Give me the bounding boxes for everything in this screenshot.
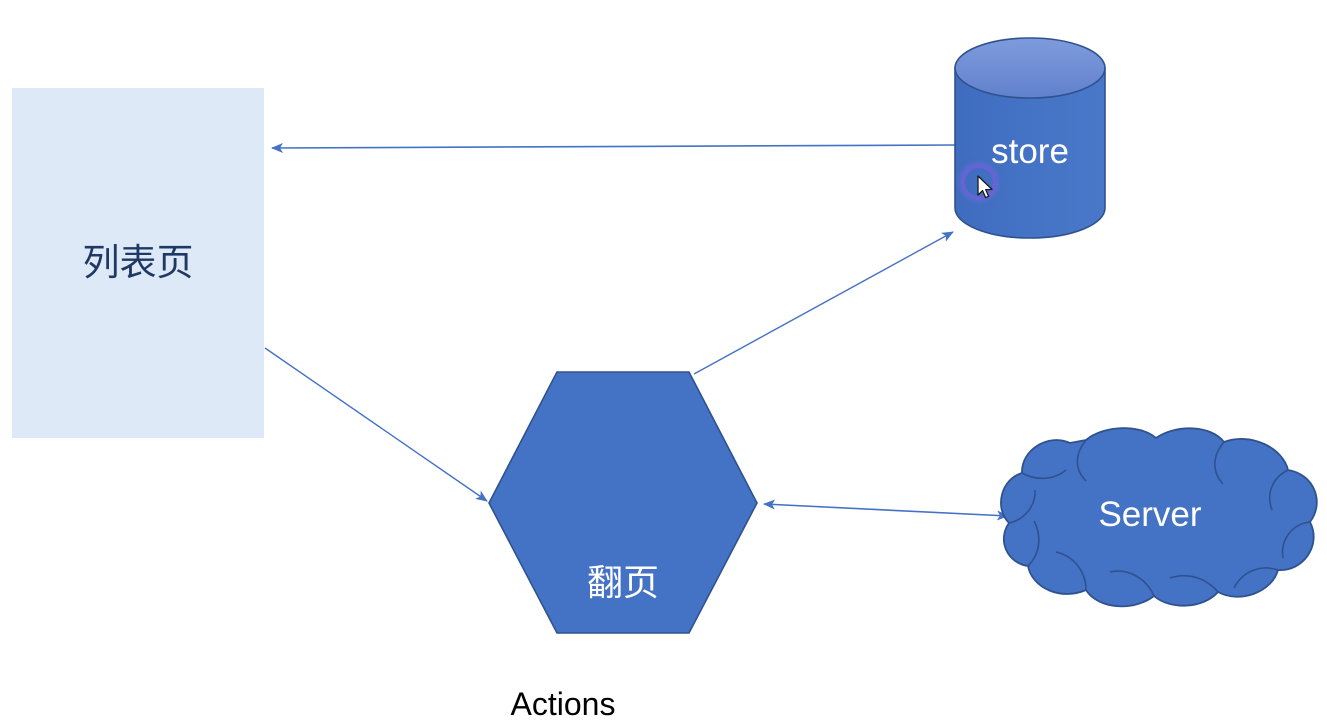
cloud-inner-arc-2	[1214, 441, 1225, 485]
connector-list-page-to-actions	[264, 347, 488, 502]
cylinder-top-ellipse	[954, 37, 1106, 99]
connector-store-to-list-page	[271, 142, 958, 153]
server-cloud[interactable]	[1000, 427, 1318, 608]
list-page-box[interactable]	[12, 88, 264, 438]
cloud-inner-arc-7	[1109, 570, 1155, 597]
connector-actions-to-store	[693, 231, 954, 375]
cloud-inner-arc-11	[1021, 469, 1067, 480]
cloud-inner-arc-5	[1233, 567, 1279, 589]
cloud-inner-arc-3	[1268, 469, 1289, 511]
cloud-inner-arc-10	[1008, 489, 1036, 524]
actions-hexagon[interactable]	[488, 371, 758, 634]
cloud-inner-arc-9	[1027, 520, 1040, 567]
connector-actions-server	[763, 499, 1009, 521]
cloud-inner-arc-1	[1076, 439, 1087, 482]
store-cylinder[interactable]	[954, 37, 1106, 239]
cloud-outline	[1000, 427, 1318, 608]
cloud-inner-arc-6	[1169, 574, 1219, 593]
cloud-inner-arc-4	[1281, 521, 1311, 559]
cloud-inner-arc-8	[1055, 551, 1087, 591]
